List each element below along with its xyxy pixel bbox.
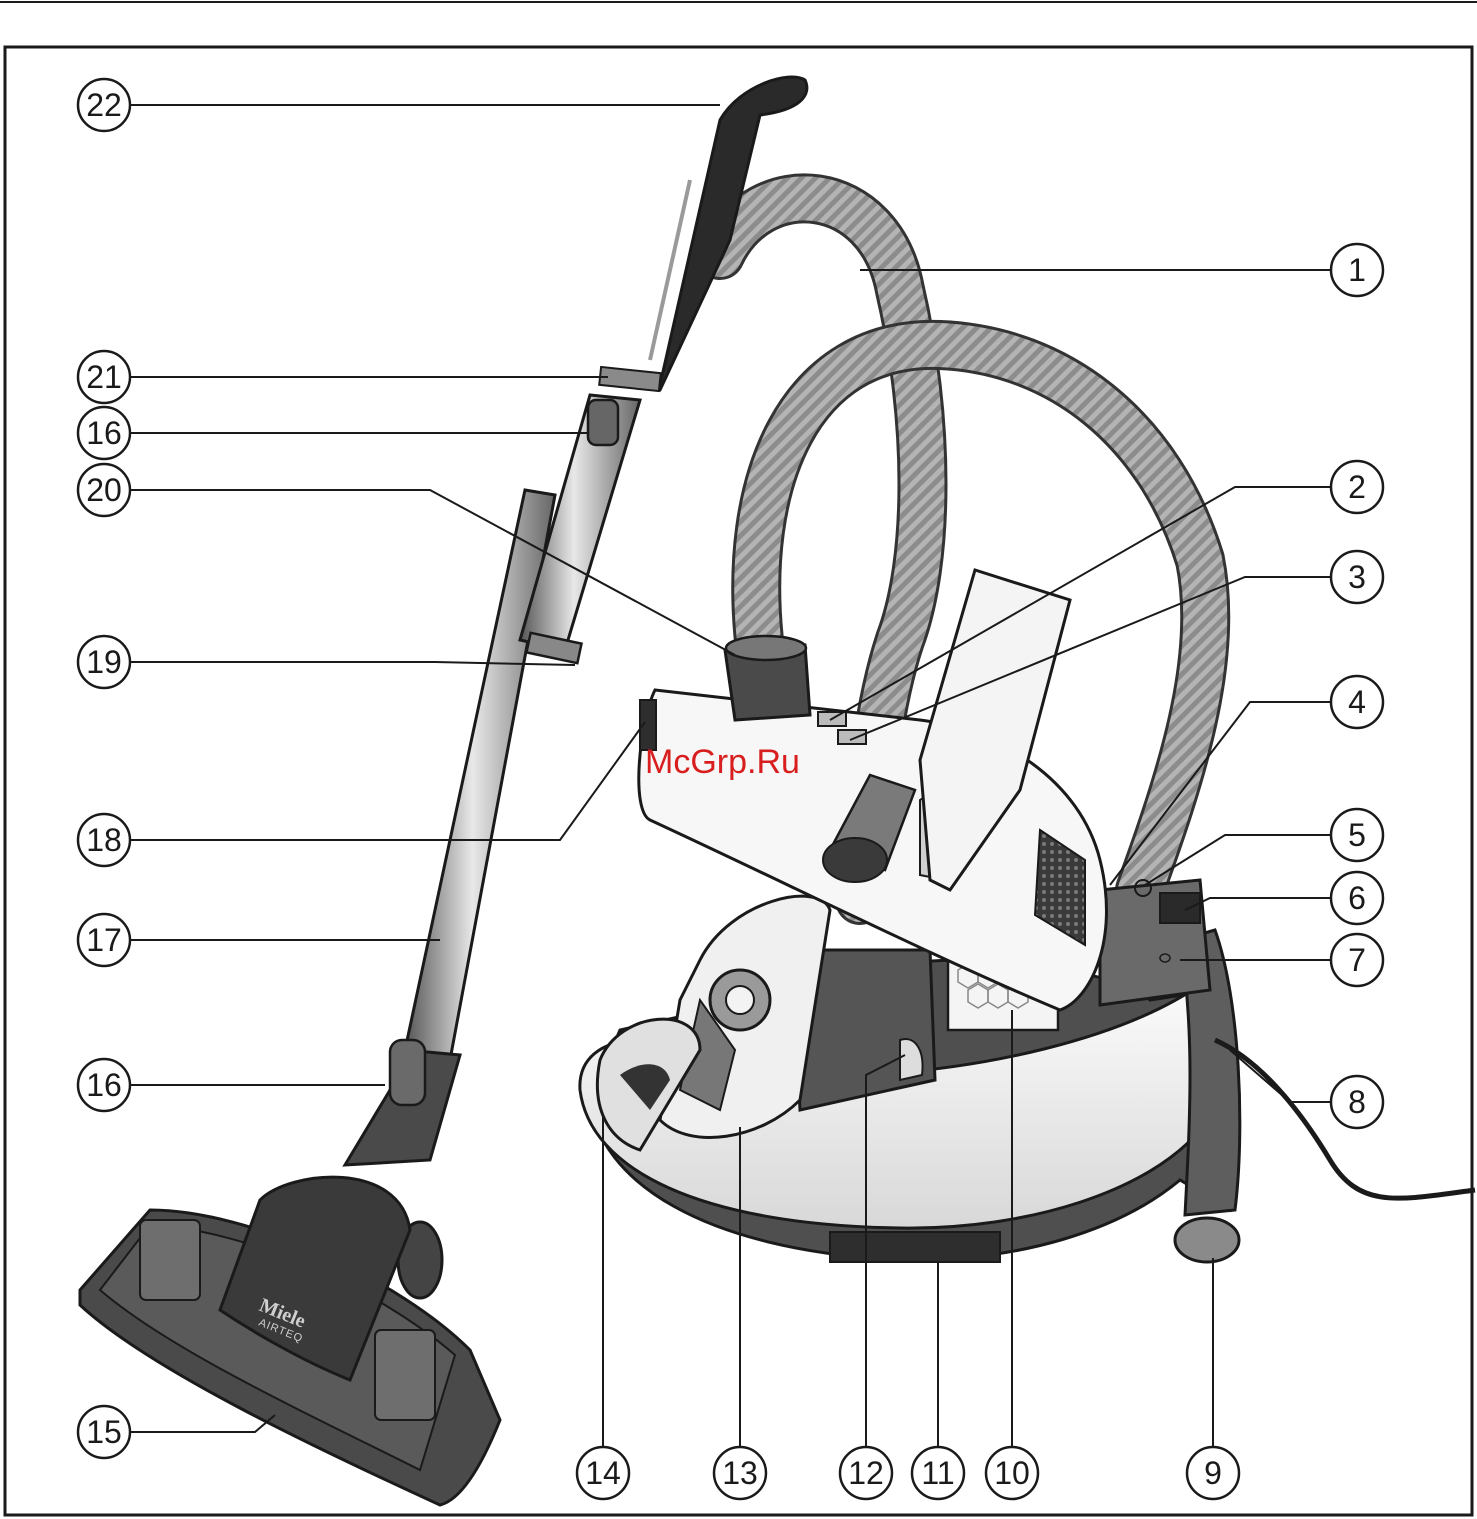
svg-text:3: 3 <box>1348 559 1366 595</box>
svg-text:16: 16 <box>86 415 122 451</box>
callout-19: 19 <box>78 636 130 688</box>
callout-12: 12 <box>840 1447 892 1499</box>
svg-text:9: 9 <box>1204 1455 1222 1491</box>
callout-20: 20 <box>78 464 130 516</box>
svg-text:19: 19 <box>86 644 122 680</box>
svg-text:18: 18 <box>86 822 122 858</box>
svg-text:20: 20 <box>86 472 122 508</box>
watermark-text: McGrp.Ru <box>645 743 800 781</box>
callout-15: 15 <box>78 1406 130 1458</box>
callout-21: 21 <box>78 351 130 403</box>
svg-text:2: 2 <box>1348 469 1366 505</box>
svg-text:10: 10 <box>994 1455 1030 1491</box>
callout-2: 2 <box>1331 461 1383 513</box>
svg-text:15: 15 <box>86 1414 122 1450</box>
svg-text:8: 8 <box>1348 1084 1366 1120</box>
svg-text:12: 12 <box>848 1455 884 1491</box>
callout-10: 10 <box>986 1447 1038 1499</box>
callout-13: 13 <box>714 1447 766 1499</box>
svg-text:21: 21 <box>86 359 122 395</box>
callout-3: 3 <box>1331 551 1383 603</box>
callout-16-upper: 16 <box>78 407 130 459</box>
callout-22: 22 <box>78 79 130 131</box>
svg-text:5: 5 <box>1348 817 1366 853</box>
callout-6: 6 <box>1331 872 1383 924</box>
callout-16-lower: 16 <box>78 1059 130 1111</box>
callout-7: 7 <box>1331 934 1383 986</box>
callout-17: 17 <box>78 914 130 966</box>
floor-head: Miele AIRTEQ <box>80 1177 500 1505</box>
svg-text:6: 6 <box>1348 880 1366 916</box>
callout-8: 8 <box>1331 1076 1383 1128</box>
svg-text:13: 13 <box>722 1455 758 1491</box>
svg-text:22: 22 <box>86 87 122 123</box>
callout-9: 9 <box>1187 1447 1239 1499</box>
callout-4: 4 <box>1331 676 1383 728</box>
svg-text:7: 7 <box>1348 942 1366 978</box>
callout-5: 5 <box>1331 809 1383 861</box>
svg-text:11: 11 <box>921 1455 954 1491</box>
svg-text:17: 17 <box>86 922 122 958</box>
svg-text:1: 1 <box>1348 252 1366 288</box>
svg-text:14: 14 <box>585 1455 621 1491</box>
callout-1: 1 <box>1331 244 1383 296</box>
callout-14: 14 <box>577 1447 629 1499</box>
svg-text:16: 16 <box>86 1067 122 1103</box>
svg-text:4: 4 <box>1348 684 1366 720</box>
callout-11: 11 <box>912 1447 964 1499</box>
callout-18: 18 <box>78 814 130 866</box>
